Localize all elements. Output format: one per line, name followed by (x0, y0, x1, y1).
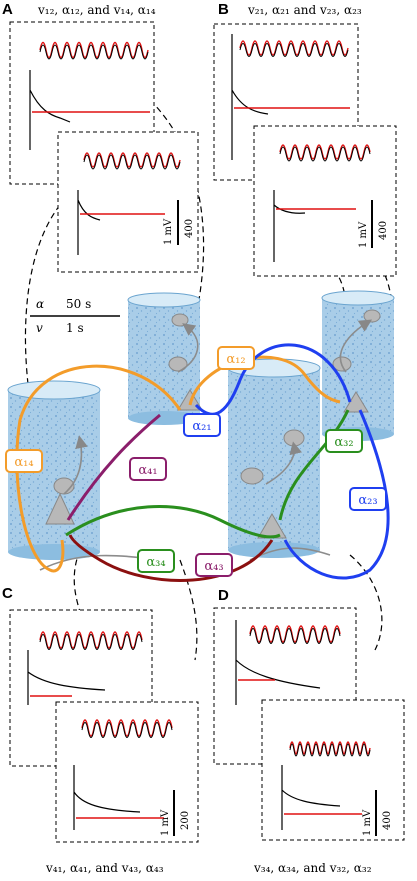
svg-text:α₄₁: α₄₁ (138, 463, 157, 478)
svg-text:α₁₄: α₁₄ (14, 455, 33, 470)
svg-text:α₁₂: α₁₂ (226, 352, 245, 367)
trace-c-outer-red (39, 631, 143, 649)
timescale-v-value: 1 s (66, 321, 84, 335)
panel-b-box-inner (253, 125, 397, 277)
scale-d-v: 1 mV (362, 809, 373, 836)
label-alpha-12: α₁₂ (217, 346, 255, 370)
panel-letter-a: A (2, 1, 13, 18)
panel-a: A v₁₂, α₁₂, and v₁₄, α₁₄ 1 mV 400 (2, 1, 199, 273)
trace-a-inner-transient (77, 190, 101, 255)
label-alpha-21: α₂₁ (183, 413, 221, 437)
trace-b-outer-black (239, 43, 349, 57)
scale-c-v: 1 mV (160, 809, 171, 836)
edge-alpha-34 (65, 504, 281, 539)
panel-letter-d: D (218, 587, 229, 604)
label-alpha-34: α₃₄ (137, 549, 175, 573)
svg-text:α₂₁: α₂₁ (192, 419, 211, 434)
label-alpha-14: α₁₄ (5, 449, 43, 473)
label-alpha-32: α₃₂ (325, 429, 363, 453)
panel-a-box-inner (57, 131, 199, 273)
trace-c-outer-transient (27, 650, 106, 705)
trace-d-outer-transient (235, 620, 321, 705)
edge-alpha-32 (278, 409, 350, 521)
edge-alpha-23 (283, 409, 390, 580)
trace-d-inner-black (289, 743, 371, 757)
scale-c-n: 200 (180, 811, 191, 830)
edge-labels: α₁₂ α₂₁ α₁₄ α₄₁ α₃₂ α₂₃ α₃₄ α₄₃ (5, 346, 387, 577)
trace-c-inner-black (81, 722, 173, 738)
svg-text:α₃₂: α₃₂ (334, 435, 353, 450)
label-alpha-23: α₂₃ (349, 487, 387, 511)
scale-b-n: 400 (378, 221, 389, 240)
column-2 (127, 292, 203, 425)
panel-d: D 1 mV 400 v₃₄, α₃₄, and v₃₂, α₃₂ (213, 587, 405, 875)
timescale-alpha-value: 50 s (66, 297, 91, 311)
timescale-legend: α 50 s v 1 s (30, 297, 120, 335)
scale-b-v: 1 mV (358, 221, 369, 248)
panel-d-caption: v₃₄, α₃₄, and v₃₂, α₃₂ (253, 861, 372, 875)
panel-b-caption: v₂₁, α₂₁ and v₂₃, α₂₃ (247, 3, 362, 17)
trace-a-outer-black (39, 44, 149, 60)
panel-a-caption: v₁₂, α₁₂, and v₁₄, α₁₄ (37, 3, 156, 17)
panel-letter-b: B (218, 1, 229, 18)
trace-c-outer-black (39, 634, 143, 650)
scale-a-n: 400 (184, 219, 195, 238)
scale-a-v: 1 mV (163, 218, 174, 245)
trace-b-inner-black (279, 146, 371, 162)
svg-text:α₃₄: α₃₄ (146, 555, 165, 570)
trace-c-inner-transient (73, 765, 141, 830)
timescale-alpha-symbol: α (36, 297, 44, 311)
panel-c: C 1 mV 200 v₄₁, α₄₁, and v₄₃, α₄₃ (2, 585, 199, 875)
label-alpha-41: α₄₁ (129, 457, 167, 481)
scale-d-n: 400 (382, 811, 393, 830)
edge-alpha-12 (188, 355, 341, 406)
trace-d-inner-transient (281, 765, 341, 830)
label-alpha-43: α₄₃ (195, 553, 233, 577)
panel-c-box-inner (55, 701, 199, 843)
trace-c-inner-red (81, 719, 173, 737)
panel-letter-c: C (2, 585, 13, 602)
column-3 (227, 358, 321, 558)
trace-b-inner-red (279, 144, 371, 160)
trace-d-outer-black (249, 628, 341, 644)
internal-connections (39, 319, 373, 571)
panel-b: B v₂₁, α₂₁ and v₂₃, α₂₃ 1 mV 400 (213, 1, 397, 277)
timescale-v-symbol: v (36, 321, 43, 335)
trace-b-inner-transient (273, 190, 306, 262)
edge-alpha-43 (68, 534, 274, 582)
edge-alpha-41 (66, 413, 161, 521)
svg-text:α₄₃: α₄₃ (204, 559, 223, 574)
trace-a-inner-black (83, 154, 181, 170)
panel-d-box-inner (261, 699, 405, 841)
panel-c-caption: v₄₁, α₄₁, and v₄₃, α₄₃ (45, 861, 164, 875)
trace-d-outer-red (249, 625, 341, 643)
svg-text:α₂₃: α₂₃ (358, 493, 377, 508)
